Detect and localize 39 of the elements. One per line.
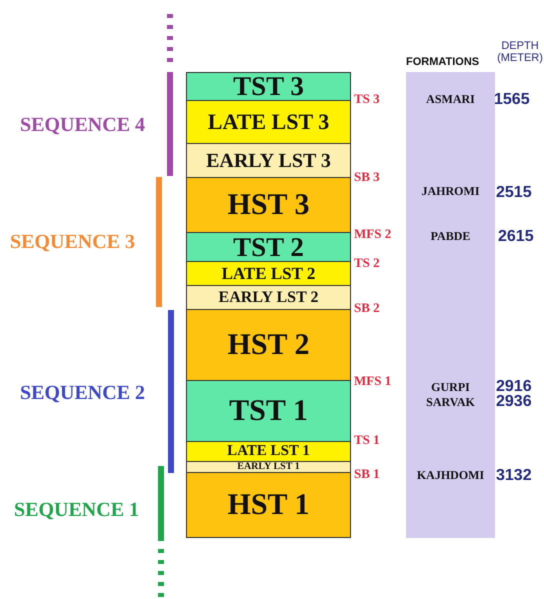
- surface-label: TS 2: [354, 256, 380, 270]
- formation-name: PABDE: [430, 230, 472, 244]
- systems-tract-layer: TST 2: [186, 232, 351, 262]
- formation-name: ASMARI: [425, 93, 476, 106]
- systems-tract-layer: LATE LST 1: [186, 441, 351, 462]
- sequence-label: SEQUENCE 3: [10, 231, 136, 253]
- systems-tract-layer: EARLY LST 1: [186, 461, 351, 473]
- systems-tract-layer: EARLY LST 3: [186, 143, 351, 178]
- formation-name: SARVAK: [425, 396, 476, 410]
- systems-tract-layer: HST 2: [186, 309, 351, 381]
- surface-label: SB 3: [354, 170, 380, 184]
- column-header: DEPTH (METER): [496, 40, 544, 64]
- systems-tract-layer: HST 1: [186, 472, 351, 538]
- sequence-label: SEQUENCE 2: [20, 382, 146, 404]
- systems-tract-layer: LATE LST 2: [186, 261, 351, 286]
- depth-value: 2615: [498, 228, 534, 246]
- formation-name: GURPI: [430, 381, 471, 394]
- surface-label: TS 1: [354, 432, 380, 448]
- surface-label: MFS 1: [354, 374, 392, 388]
- surface-label: SB 1: [354, 466, 380, 482]
- formation-band: [406, 72, 495, 538]
- surface-label: SB 2: [354, 300, 380, 316]
- systems-tract-layer: LATE LST 3: [186, 100, 351, 144]
- depth-value: 1565: [494, 91, 530, 109]
- systems-tract-layer: EARLY LST 2: [186, 285, 351, 310]
- sequence-label: SEQUENCE 1: [14, 499, 140, 521]
- systems-tract-layer: HST 3: [186, 177, 351, 233]
- surface-label: TS 3: [354, 92, 380, 106]
- formation-name: JAHROMI: [420, 185, 480, 198]
- sequence-label: SEQUENCE 4: [20, 114, 146, 136]
- column-header: FORMATIONS: [406, 56, 480, 68]
- systems-tract-layer: TST 1: [186, 380, 351, 442]
- systems-tract-layer: TST 3: [186, 72, 351, 101]
- depth-value: 2515: [496, 184, 532, 202]
- surface-label: MFS 2: [354, 226, 392, 242]
- depth-value: 2936: [496, 393, 532, 411]
- depth-value: 2916: [496, 378, 532, 396]
- depth-value: 3132: [496, 467, 532, 485]
- formation-name: KAJHDOMI: [416, 469, 486, 482]
